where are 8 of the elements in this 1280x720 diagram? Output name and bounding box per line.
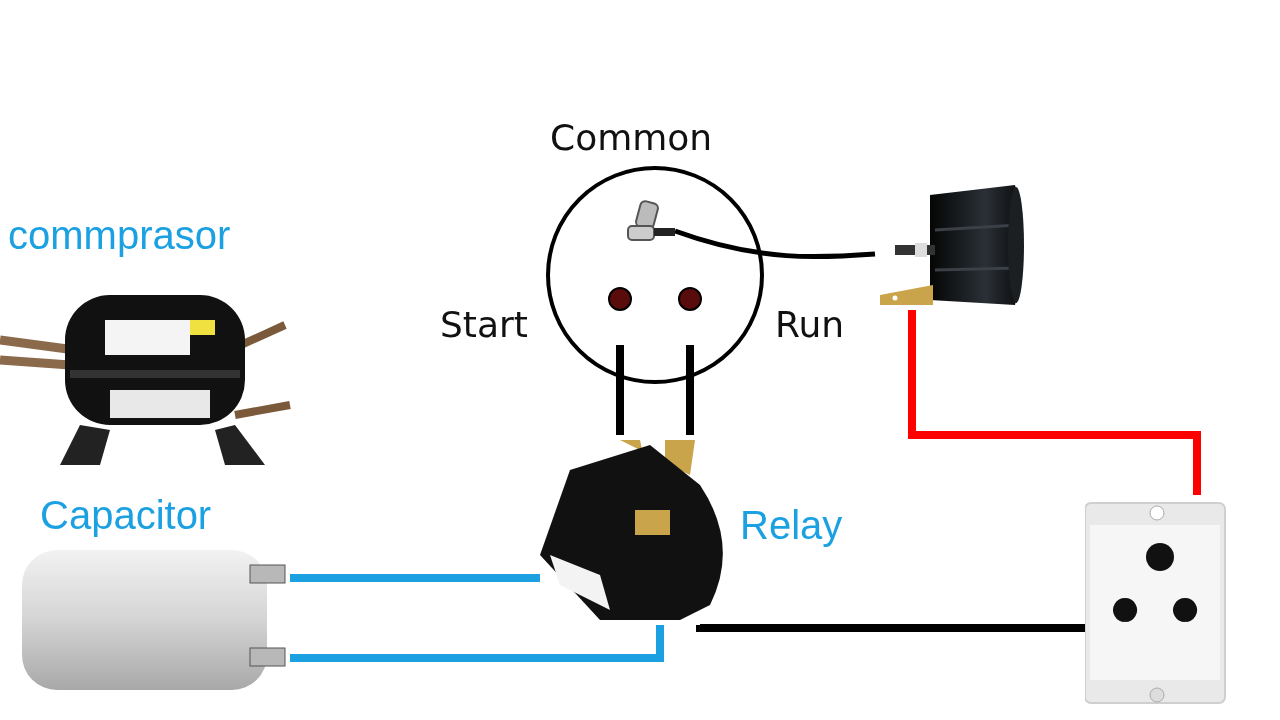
terminal-label: Common	[550, 120, 713, 156]
terminal-label: Start	[440, 307, 528, 343]
wire	[696, 623, 1085, 632]
component-label: Capacitor	[40, 495, 212, 535]
component-label: Relay	[740, 505, 843, 545]
terminal-label: Run	[775, 307, 845, 343]
component-label: commprasor	[8, 215, 231, 255]
cable	[674, 228, 876, 260]
